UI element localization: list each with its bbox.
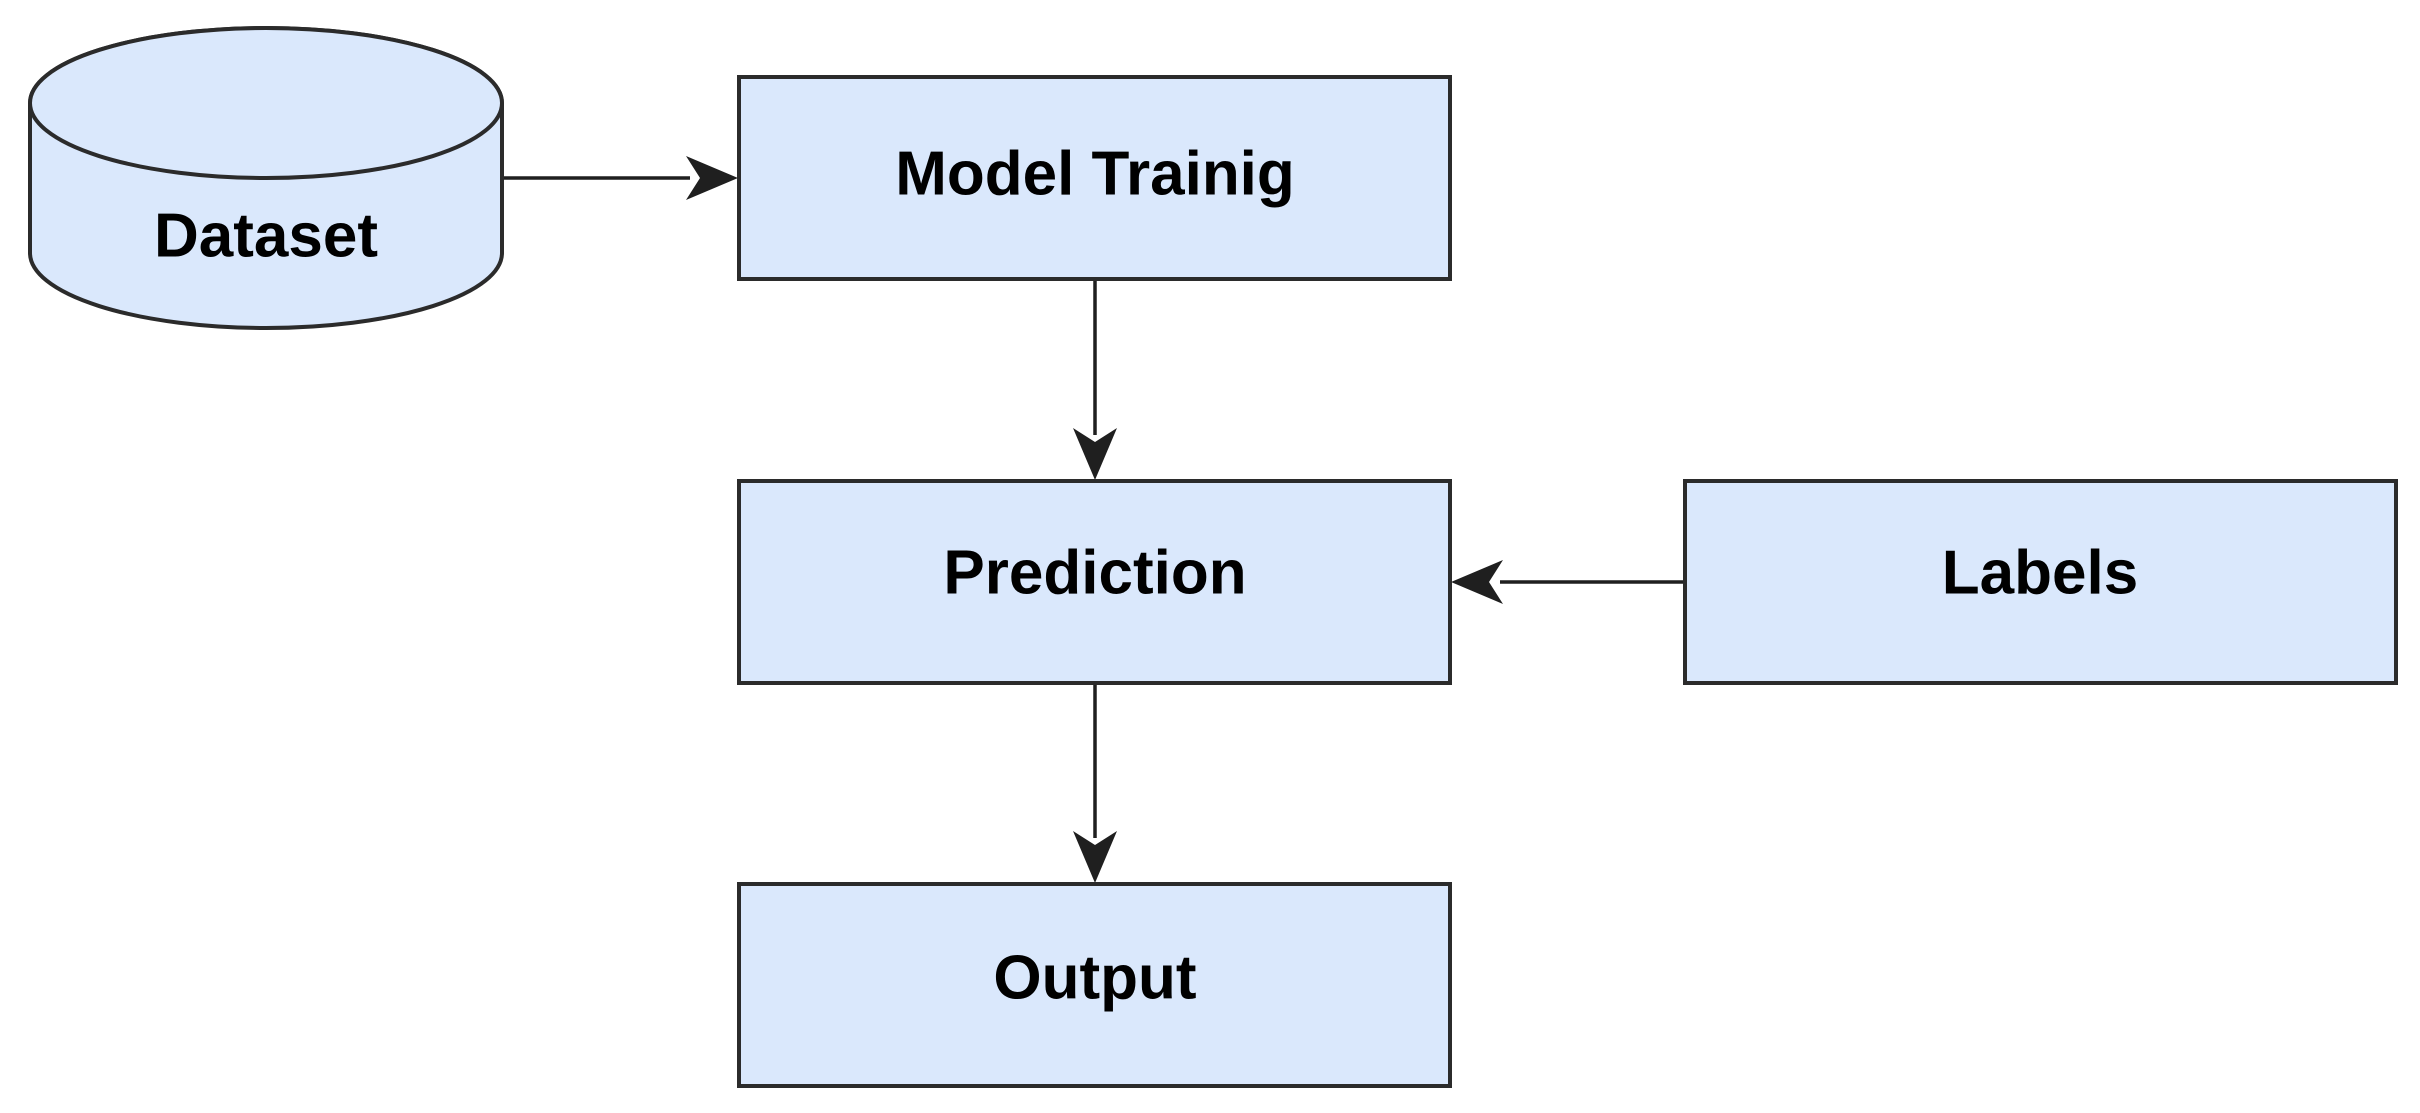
model-training-node: Model Trainig bbox=[737, 75, 1452, 281]
edge-dataset-to-model-training bbox=[503, 156, 738, 200]
labels-node: Labels bbox=[1683, 479, 2398, 685]
dataset-node: Dataset bbox=[28, 26, 504, 330]
edge-prediction-to-output bbox=[1073, 683, 1117, 883]
dataset-cylinder-top bbox=[28, 26, 504, 180]
labels-box bbox=[1683, 479, 2398, 685]
model-training-box bbox=[737, 75, 1452, 281]
labels-label: Labels bbox=[1942, 538, 2138, 607]
output-label: Output bbox=[993, 943, 1196, 1012]
prediction-node: Prediction bbox=[737, 479, 1452, 685]
prediction-label: Prediction bbox=[943, 538, 1246, 607]
edge-labels-to-prediction bbox=[1451, 560, 1684, 604]
output-node: Output bbox=[737, 882, 1452, 1088]
model-training-label: Model Trainig bbox=[895, 139, 1295, 208]
output-box bbox=[737, 882, 1452, 1088]
edge-model-training-to-prediction bbox=[1073, 280, 1117, 480]
prediction-box bbox=[737, 479, 1452, 685]
dataset-label: Dataset bbox=[154, 201, 378, 270]
